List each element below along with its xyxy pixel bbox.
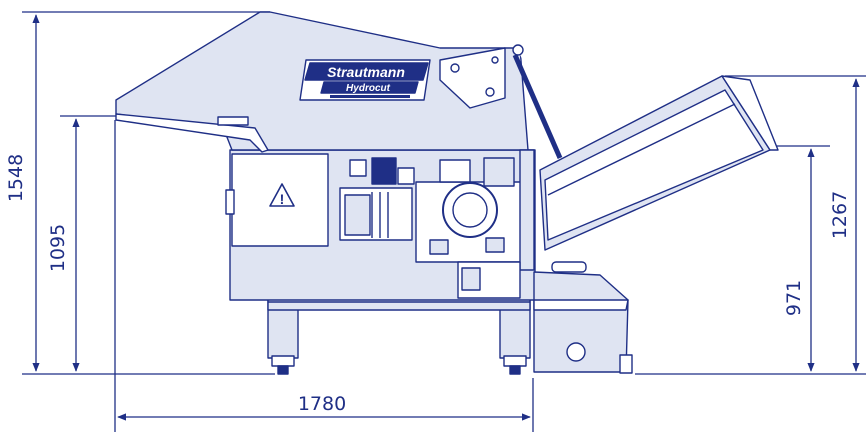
hopper-lid [115, 113, 269, 153]
dimension-width: 1780 [298, 393, 346, 415]
dimension-overall-height: 1548 [5, 154, 27, 202]
machine-drawing: Strautmann Hydrocut ! [115, 11, 779, 375]
frame-legs [267, 299, 531, 375]
warning-icon: ! [269, 183, 295, 207]
dimension-outlet-height: 971 [783, 280, 805, 316]
hydraulic-cylinder [512, 53, 563, 160]
brand-name: Strautmann [327, 64, 405, 80]
outlet-box [533, 261, 633, 374]
control-box [371, 157, 397, 185]
lid-handle [217, 116, 249, 126]
svg-text:!: ! [280, 191, 285, 207]
dimension-hopper-height: 1095 [47, 224, 69, 272]
infeed-chute [539, 75, 779, 251]
model-name: Hydrocut [346, 83, 391, 94]
brand-plate: Strautmann Hydrocut [299, 59, 431, 101]
dimension-chute-height: 1267 [829, 191, 851, 239]
